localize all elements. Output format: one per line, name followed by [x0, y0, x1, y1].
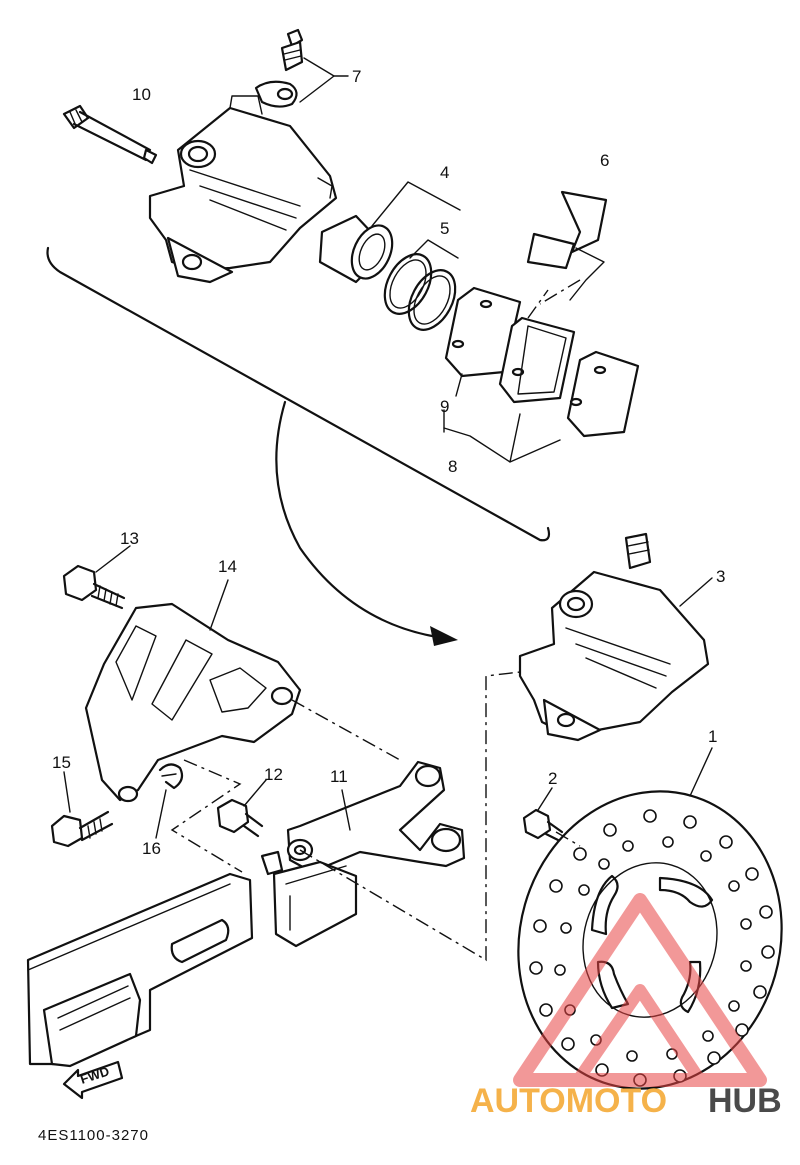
watermark-logo	[513, 893, 767, 1087]
callout-9: 9	[440, 397, 449, 416]
callout-10: 10	[132, 85, 151, 104]
guide-main	[299, 671, 521, 962]
disc-bolt-2	[522, 808, 564, 842]
callout-7: 7	[352, 67, 361, 86]
guide-6	[539, 279, 581, 305]
callout-15: 15	[52, 753, 71, 772]
leader-16	[155, 789, 167, 839]
brake-pad-middle	[498, 316, 576, 404]
brake-pad-right	[566, 350, 640, 438]
bracket-bolt-15	[50, 810, 114, 848]
leader-2	[537, 787, 553, 811]
leader-1	[689, 747, 713, 797]
guide-pad	[527, 289, 549, 319]
leader-11	[341, 789, 351, 831]
watermark-text-secondary: HUB	[708, 1082, 782, 1120]
caliper-assembled	[518, 532, 710, 742]
bleed-screw	[254, 28, 304, 108]
callout-4: 4	[440, 163, 449, 182]
leader-9	[455, 373, 463, 397]
callout-13: 13	[120, 529, 139, 548]
bracket-bolt-13	[62, 564, 126, 610]
clip-16	[158, 763, 184, 790]
callout-14: 14	[218, 557, 237, 576]
disc-holes	[529, 809, 775, 1087]
assembly-arrow	[275, 400, 458, 646]
callout-12: 12	[264, 765, 283, 784]
callout-6: 6	[600, 151, 609, 170]
guide-14	[291, 699, 401, 761]
callout-1: 1	[708, 727, 717, 746]
caliper-pin-bolt	[62, 104, 158, 165]
callout-8: 8	[448, 457, 457, 476]
torque-arm	[260, 760, 466, 876]
fwd-arrow: FWD	[62, 1060, 124, 1100]
leader-13	[95, 545, 131, 573]
swingarm	[26, 860, 358, 1068]
leader-7	[299, 57, 335, 103]
leader-14	[209, 579, 229, 631]
callout-11: 11	[330, 767, 348, 786]
part-code: 4ES1100-3270	[38, 1127, 149, 1144]
callout-2: 2	[548, 769, 557, 788]
guide-16	[170, 759, 243, 873]
leader-15	[63, 771, 71, 813]
callout-16: 16	[142, 839, 161, 858]
arm-bolt-12	[216, 798, 264, 838]
leader-3	[679, 577, 713, 607]
watermark-text-primary: AUTOMOTO	[470, 1082, 667, 1120]
leader-12	[243, 779, 267, 807]
leader-5	[409, 239, 459, 259]
pad-support	[526, 190, 608, 301]
piston-seals	[383, 253, 457, 331]
caliper-body-exploded	[148, 95, 338, 284]
guide-disc	[555, 831, 581, 847]
callout-5: 5	[440, 219, 449, 238]
leader-4	[371, 181, 461, 227]
piston	[318, 214, 394, 284]
caliper-bracket	[84, 602, 302, 803]
exploded-view-bracket	[46, 246, 551, 542]
leader-8	[443, 413, 561, 463]
callout-3: 3	[716, 567, 725, 586]
